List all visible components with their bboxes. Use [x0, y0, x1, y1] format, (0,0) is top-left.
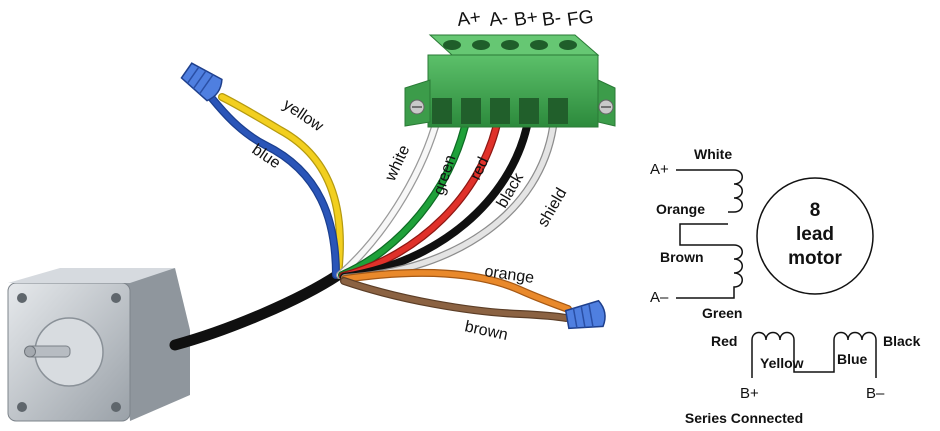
motor-symbol-label-2: lead — [796, 224, 834, 245]
schematic-caption: Series Connected — [685, 410, 803, 426]
motor-symbol-label-3: motor — [788, 248, 842, 269]
terminal-wire-slot — [519, 98, 539, 124]
wire-green — [339, 119, 469, 278]
coil-b-right — [818, 331, 877, 378]
connector-body — [427, 54, 599, 128]
terminal-block-connector — [404, 34, 616, 128]
schematic-label-blue: Blue — [837, 351, 868, 367]
terminal-wire-slot — [432, 98, 452, 124]
schematic-terminal-a-minus: A– — [650, 289, 669, 306]
terminal-screw-hole — [530, 40, 548, 50]
motor-symbol-label-1: 8 — [810, 200, 821, 221]
wire-bundle — [169, 92, 572, 351]
wire-label-blue: blue — [249, 141, 284, 172]
coil-a-link — [679, 223, 734, 246]
wire-black — [340, 122, 531, 281]
pin-label-b-plus: B+ — [513, 7, 539, 31]
schematic-label-green: Green — [702, 305, 742, 321]
wire-label-shield: shield — [535, 185, 571, 230]
wire-yellow — [219, 94, 343, 278]
schematic-label-brown: Brown — [660, 249, 704, 265]
motor-mount-hole — [111, 293, 121, 303]
schematic-terminal-b-minus: B– — [866, 385, 885, 402]
wire-label-green: green — [431, 153, 460, 197]
motor-shaft-end — [24, 345, 36, 358]
pin-label-fg: FG — [566, 6, 595, 30]
schematic-terminal-a-plus: A+ — [650, 161, 669, 178]
wire-white — [337, 117, 440, 278]
coil-b-left — [751, 331, 818, 378]
stepper-motor — [7, 268, 190, 422]
schematic-label-red: Red — [711, 333, 737, 349]
pin-label-b-minus: B- — [541, 8, 563, 31]
terminal-wire-slot — [461, 98, 481, 124]
terminal-wire-slot — [490, 98, 510, 124]
schematic-label-orange: Orange — [656, 201, 705, 217]
coil-a-upper — [676, 169, 743, 213]
coil-a-lower — [676, 244, 743, 299]
schematic-label-yellow: Yellow — [760, 355, 804, 371]
motor-symbol — [756, 177, 874, 295]
pin-label-a-minus: A- — [488, 8, 510, 31]
schematic-terminal-b-plus: B+ — [740, 385, 759, 402]
series-schematic — [676, 169, 877, 378]
wire-blue — [207, 93, 339, 278]
pin-label-a-plus: A+ — [456, 7, 482, 31]
terminal-screw-hole — [443, 40, 461, 50]
motor-mount-hole — [111, 402, 121, 412]
wire-orange — [342, 270, 571, 312]
main-cable-black — [169, 269, 344, 351]
wire-label-white: white — [382, 143, 414, 185]
schematic-labels: A+ A– B+ B– White Orange Brown Green Red… — [650, 146, 921, 426]
wire-nut-upper — [180, 62, 223, 102]
terminal-screw-hole — [472, 40, 490, 50]
motor-side-face — [118, 268, 190, 421]
motor-top-face — [8, 268, 175, 283]
terminal-wire-slot — [548, 98, 568, 124]
motor-mount-hole — [17, 402, 27, 412]
wire-label-brown: brown — [463, 318, 509, 344]
terminal-screw-hole — [501, 40, 519, 50]
terminal-screw-hole — [559, 40, 577, 50]
wire-brown — [341, 278, 569, 321]
wire-label-orange: orange — [483, 263, 535, 287]
motor-mount-hole — [17, 293, 27, 303]
connector-pin-labels: A+ A- B+ B- FG — [456, 6, 595, 30]
wire-nut-lower — [564, 299, 606, 330]
schematic-label-white: White — [694, 146, 732, 162]
schematic-label-black: Black — [883, 333, 921, 349]
wire-red — [340, 121, 500, 279]
wire-nut-icon — [564, 299, 606, 330]
wire-nut-icon — [180, 62, 223, 102]
